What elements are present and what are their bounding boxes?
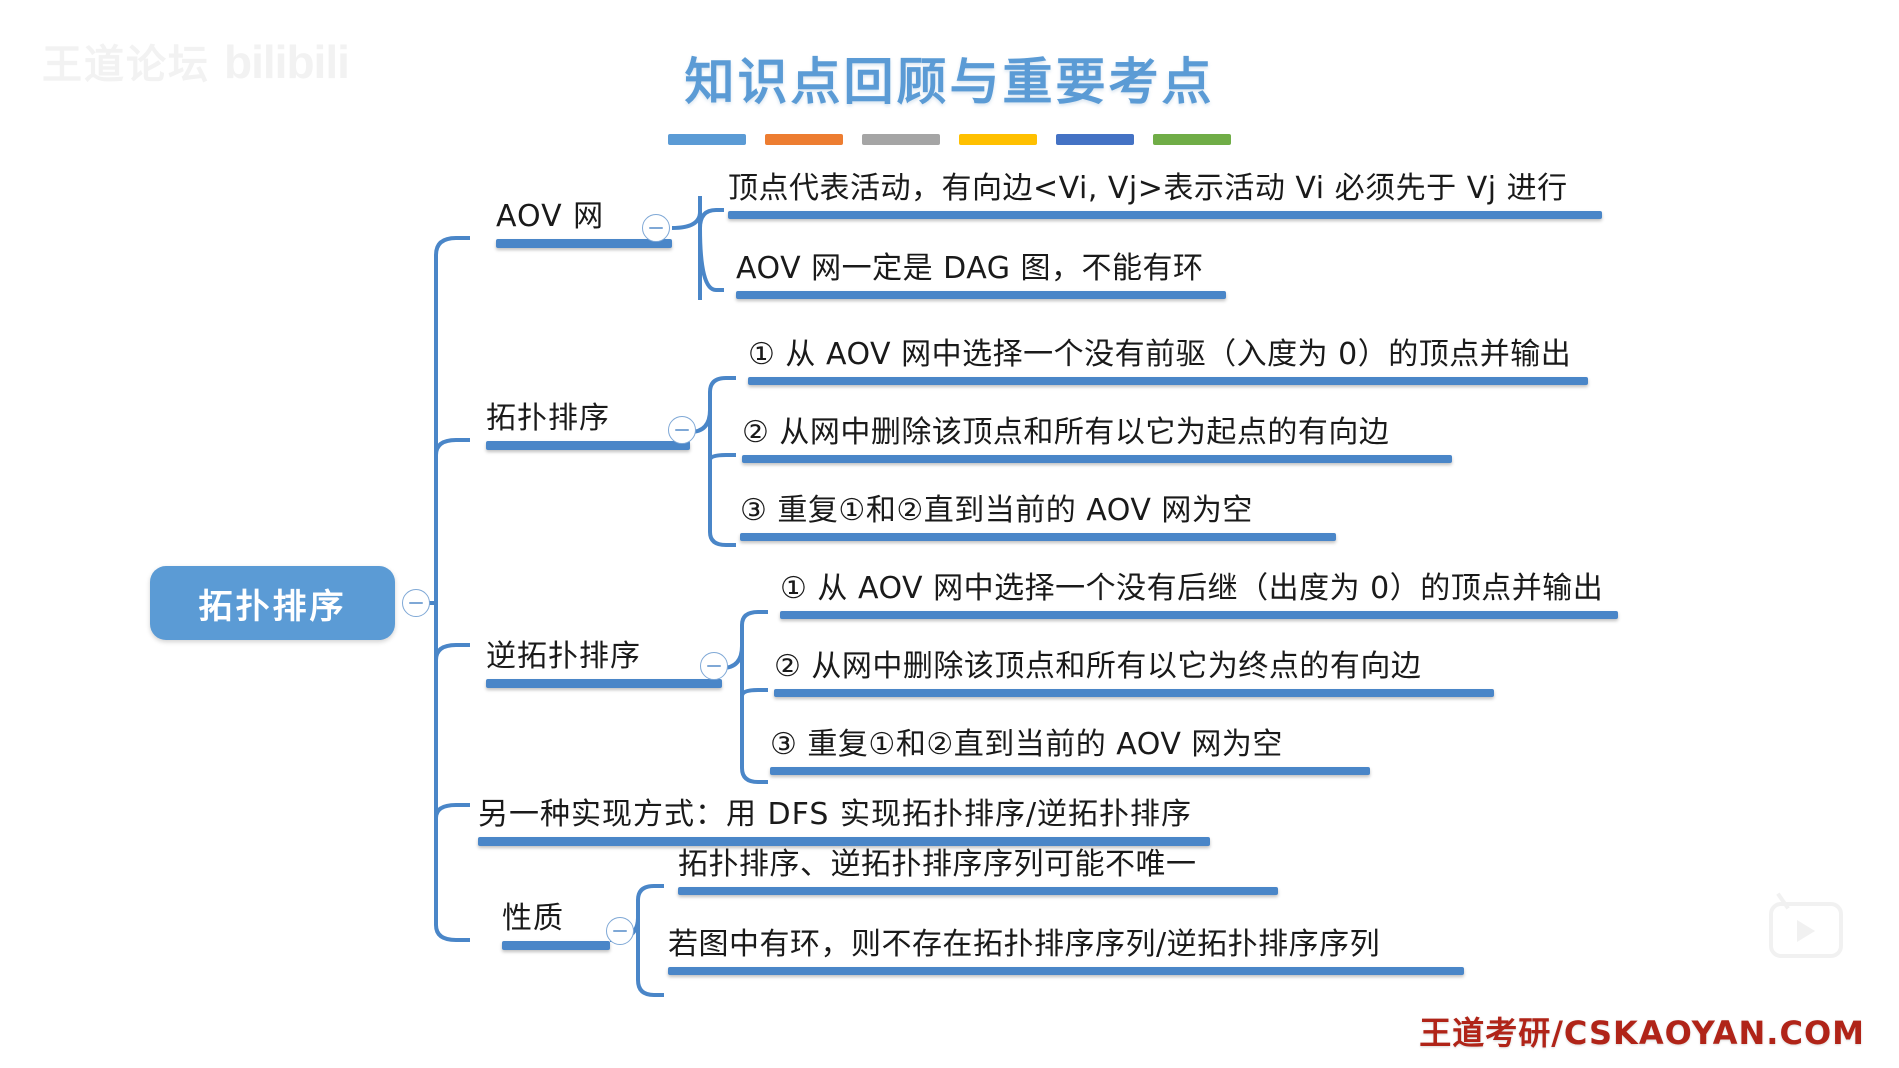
bar-blue (1056, 134, 1134, 145)
leaf-rtopo-3[interactable]: ③ 重复①和②直到当前的 AOV 网为空 (770, 728, 1370, 775)
leaf-rtopo-1-text: ① 从 AOV 网中选择一个没有后继（出度为 0）的顶点并输出 (780, 571, 1604, 606)
leaf-topo-1-underline (748, 377, 1588, 385)
leaf-topo-3-underline (740, 533, 1336, 541)
leaf-prop-2[interactable]: 若图中有环，则不存在拓扑排序序列/逆拓扑排序序列 (668, 928, 1464, 975)
bar-lightblue (668, 134, 746, 145)
branch-properties-label: 性质 (502, 901, 564, 936)
branch-aov[interactable]: AOV 网 (496, 200, 672, 248)
title-color-bars (0, 134, 1899, 145)
branch-properties[interactable]: 性质 (502, 902, 610, 950)
branch-reverse-topo[interactable]: 逆拓扑排序 (486, 640, 722, 688)
leaf-topo-2-underline (742, 455, 1452, 463)
leaf-topo-3[interactable]: ③ 重复①和②直到当前的 AOV 网为空 (740, 494, 1336, 541)
branch-properties-underline (502, 941, 610, 950)
branch-aov-underline (496, 239, 672, 248)
leaf-aov-2[interactable]: AOV 网一定是 DAG 图，不能有环 (736, 252, 1226, 299)
leaf-prop-1-underline (678, 887, 1278, 895)
branch-topo-sort-underline (486, 441, 690, 450)
root-node[interactable]: 拓扑排序 (150, 566, 395, 640)
leaf-rtopo-1[interactable]: ① 从 AOV 网中选择一个没有后继（出度为 0）的顶点并输出 (780, 572, 1618, 619)
leaf-topo-1-text: ① 从 AOV 网中选择一个没有前驱（入度为 0）的顶点并输出 (748, 337, 1572, 372)
bar-gray (862, 134, 940, 145)
bilibili-play-icon (1769, 902, 1843, 958)
leaf-aov-1-underline (728, 211, 1602, 219)
leaf-rtopo-3-underline (770, 767, 1370, 775)
page-title: 知识点回顾与重要考点 (684, 54, 1215, 110)
branch-topo-sort[interactable]: 拓扑排序 (486, 402, 690, 450)
leaf-rtopo-2-underline (774, 689, 1494, 697)
footer-brand: 王道考研/CSKAOYAN.COM (1419, 1014, 1865, 1052)
branch-reverse-topo-underline (486, 679, 722, 688)
watermark-text: 王道论坛 (42, 43, 210, 87)
leaf-topo-2-text: ② 从网中删除该顶点和所有以它为起点的有向边 (742, 415, 1390, 450)
leaf-prop-2-text: 若图中有环，则不存在拓扑排序序列/逆拓扑排序序列 (668, 927, 1381, 962)
leaf-topo-1[interactable]: ① 从 AOV 网中选择一个没有前驱（入度为 0）的顶点并输出 (748, 338, 1588, 385)
branch-dfs-impl-underline (478, 837, 1210, 846)
leaf-rtopo-1-underline (780, 611, 1618, 619)
root-node-label: 拓扑排序 (198, 586, 347, 627)
bar-green (1153, 134, 1231, 145)
leaf-topo-3-text: ③ 重复①和②直到当前的 AOV 网为空 (740, 493, 1253, 528)
bar-orange (765, 134, 843, 145)
leaf-aov-2-text: AOV 网一定是 DAG 图，不能有环 (736, 251, 1204, 286)
leaf-rtopo-2[interactable]: ② 从网中删除该顶点和所有以它为终点的有向边 (774, 650, 1494, 697)
leaf-rtopo-3-text: ③ 重复①和②直到当前的 AOV 网为空 (770, 727, 1283, 762)
bilibili-logo: bilibili (224, 36, 350, 88)
leaf-topo-2[interactable]: ② 从网中删除该顶点和所有以它为起点的有向边 (742, 416, 1452, 463)
watermark-top-left: 王道论坛 bilibili (42, 32, 350, 90)
leaf-rtopo-2-text: ② 从网中删除该顶点和所有以它为终点的有向边 (774, 649, 1422, 684)
bar-yellow (959, 134, 1037, 145)
branch-reverse-topo-label: 逆拓扑排序 (486, 639, 641, 674)
root-collapse-toggle[interactable] (402, 589, 430, 617)
leaf-prop-1[interactable]: 拓扑排序、逆拓扑排序序列可能不唯一 (678, 848, 1278, 895)
leaf-prop-1-text: 拓扑排序、逆拓扑排序序列可能不唯一 (678, 847, 1197, 882)
branch-topo-sort-label: 拓扑排序 (486, 401, 610, 436)
branch-dfs-impl-label: 另一种实现方式：用 DFS 实现拓扑排序/逆拓扑排序 (478, 797, 1193, 832)
branch-aov-collapse-toggle[interactable] (642, 214, 670, 242)
leaf-aov-1-text: 顶点代表活动，有向边<Vi, Vj>表示活动 Vi 必须先于 Vj 进行 (728, 171, 1568, 206)
branch-dfs-impl[interactable]: 另一种实现方式：用 DFS 实现拓扑排序/逆拓扑排序 (478, 798, 1210, 846)
leaf-aov-1[interactable]: 顶点代表活动，有向边<Vi, Vj>表示活动 Vi 必须先于 Vj 进行 (728, 172, 1602, 219)
branch-reverse-topo-collapse-toggle[interactable] (700, 652, 728, 680)
leaf-prop-2-underline (668, 967, 1464, 975)
branch-topo-sort-collapse-toggle[interactable] (668, 416, 696, 444)
branch-properties-collapse-toggle[interactable] (606, 917, 634, 945)
branch-aov-label: AOV 网 (496, 199, 605, 234)
leaf-aov-2-underline (736, 291, 1226, 299)
